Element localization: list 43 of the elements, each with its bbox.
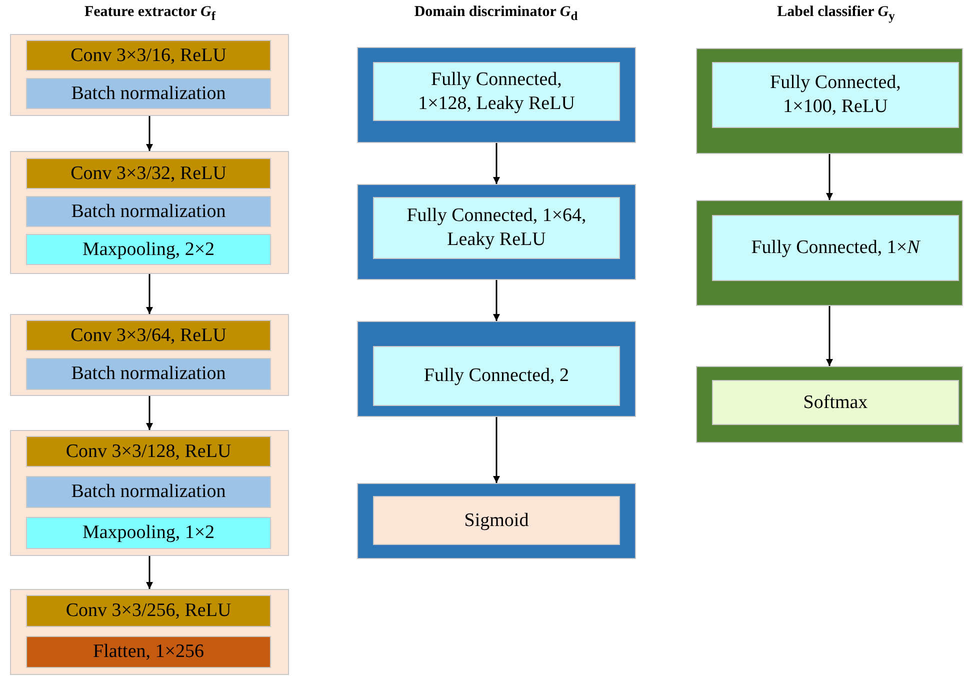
- arrow: [826, 154, 833, 200]
- arrow: [493, 143, 500, 184]
- arrow: [146, 556, 153, 589]
- layer-box: Fully Connected, 1×64, Leaky ReLU: [373, 197, 620, 259]
- layer-box: Softmax: [712, 380, 959, 425]
- layer-box: Fully Connected, 1×128, Leaky ReLU: [373, 62, 620, 121]
- block-panel: [10, 34, 289, 116]
- layer-box: Batch normalization: [26, 476, 271, 508]
- layer-box: Conv 3×3/16, ReLU: [26, 40, 271, 71]
- layer-box: Maxpooling, 1×2: [26, 517, 271, 549]
- arrow: [493, 280, 500, 321]
- layer-box: Batch normalization: [26, 196, 271, 227]
- block-panel: [696, 366, 963, 443]
- layer-box: Conv 3×3/128, ReLU: [26, 436, 271, 467]
- block-panel: [357, 483, 636, 559]
- layer-box: Sigmoid: [373, 496, 620, 545]
- layer-box: Conv 3×3/256, ReLU: [26, 595, 271, 627]
- column-heading: Label classifier G$_{y}$: [777, 4, 895, 24]
- arrow: [493, 417, 500, 483]
- block-panel: [696, 48, 963, 154]
- block-panel: [357, 321, 636, 417]
- layer-box: Fully Connected, 2: [373, 346, 620, 406]
- arrow: [826, 306, 833, 366]
- block-panel: [10, 589, 289, 675]
- column-heading: Domain discriminator G$_{d}$: [414, 4, 578, 24]
- block-panel: [10, 151, 289, 274]
- block-panel: [357, 184, 636, 280]
- block-panel: [357, 47, 636, 143]
- arrow: [146, 274, 153, 314]
- block-panel: [10, 314, 289, 396]
- arrow: [146, 116, 153, 151]
- layer-box: Maxpooling, 2×2: [26, 234, 271, 265]
- layer-box: Batch normalization: [26, 358, 271, 390]
- layer-box: Fully Connected, 1×100, ReLU: [712, 62, 959, 128]
- layer-box: Flatten, 1×256: [26, 636, 271, 668]
- layer-box: Conv 3×3/32, ReLU: [26, 158, 271, 189]
- block-panel: [10, 430, 289, 556]
- column-heading: Feature extractor G$_{f}$: [84, 4, 216, 24]
- layer-box: Fully Connected, 1×N: [712, 215, 959, 281]
- arrow: [146, 396, 153, 430]
- layer-box: Conv 3×3/64, ReLU: [26, 320, 271, 351]
- block-panel: [696, 200, 963, 306]
- layer-box: Batch normalization: [26, 78, 271, 109]
